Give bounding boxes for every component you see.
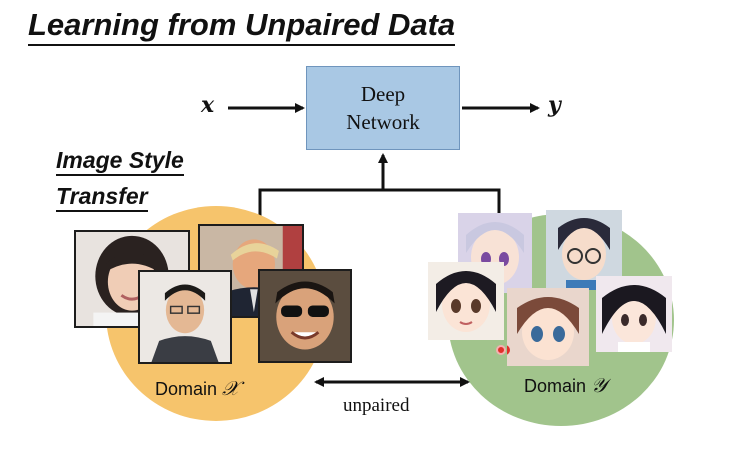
subtitle-line-1: Image Style bbox=[56, 146, 184, 176]
domain-y-symbol: 𝒴 bbox=[591, 373, 607, 397]
deep-network-box: Deep Network bbox=[306, 66, 460, 150]
domain-x-label: Domain 𝒳 bbox=[155, 376, 239, 400]
output-variable-y: y bbox=[548, 92, 561, 118]
photo-man-sunglasses bbox=[258, 269, 352, 363]
subtitle-line-2: Transfer bbox=[56, 182, 148, 212]
domain-x-word: Domain bbox=[155, 379, 218, 399]
slide-title: Learning from Unpaired Data bbox=[28, 6, 456, 46]
anime-boy-glasses bbox=[546, 210, 622, 290]
anime-girl-dark-hair bbox=[428, 262, 504, 340]
domain-y-label: Domain 𝒴 bbox=[524, 373, 607, 397]
domain-x-symbol: 𝒳 bbox=[222, 376, 240, 400]
anime-brown-hair bbox=[507, 288, 589, 366]
unpaired-label: unpaired bbox=[343, 395, 410, 416]
photo-man-glasses bbox=[138, 270, 232, 364]
domain-connector bbox=[258, 188, 501, 232]
anime-girl-twintails bbox=[596, 276, 672, 352]
input-variable-x: x bbox=[201, 92, 215, 118]
red-dot-marker bbox=[496, 345, 506, 355]
domain-y-word: Domain bbox=[524, 376, 587, 396]
